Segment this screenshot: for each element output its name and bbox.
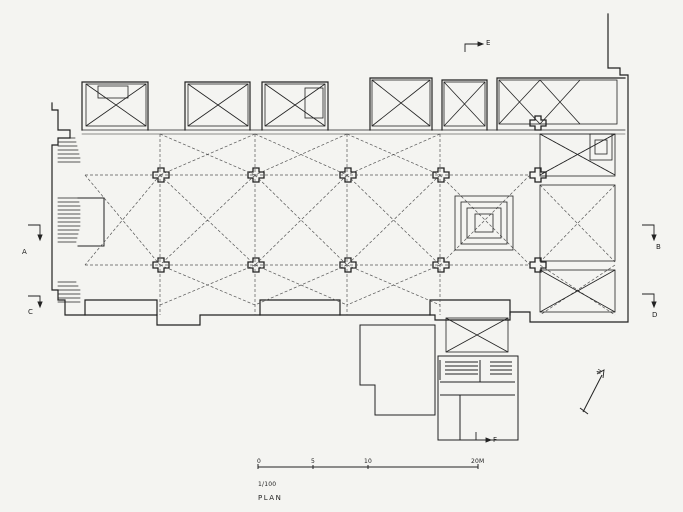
plan-title: PLAN (258, 494, 283, 502)
section-label-e: E (486, 39, 491, 47)
section-label-f: F (493, 436, 498, 444)
chapel-bays (85, 79, 618, 353)
section-label-a: A (22, 248, 27, 256)
north-arrow-icon (579, 369, 605, 415)
scale-tick-20m: 20M (471, 458, 485, 465)
scale-ratio: 1/100 (258, 481, 277, 488)
section-label-b: B (656, 243, 661, 251)
church-outline (51, 13, 629, 326)
scale-bar (257, 464, 479, 469)
section-label-d: D (652, 311, 658, 319)
high-altar (454, 133, 613, 251)
scale-tick-5: 5 (311, 458, 316, 465)
scale-tick-10: 10 (364, 458, 373, 465)
south-annex (359, 324, 519, 441)
north-wall (81, 77, 626, 131)
south-wall (84, 299, 511, 316)
section-lines (28, 41, 657, 443)
piers (152, 115, 547, 273)
section-label-c: C (28, 308, 33, 316)
vault-ribs (84, 133, 616, 316)
scale-tick-0: 0 (257, 458, 262, 465)
west-steps (57, 137, 105, 303)
